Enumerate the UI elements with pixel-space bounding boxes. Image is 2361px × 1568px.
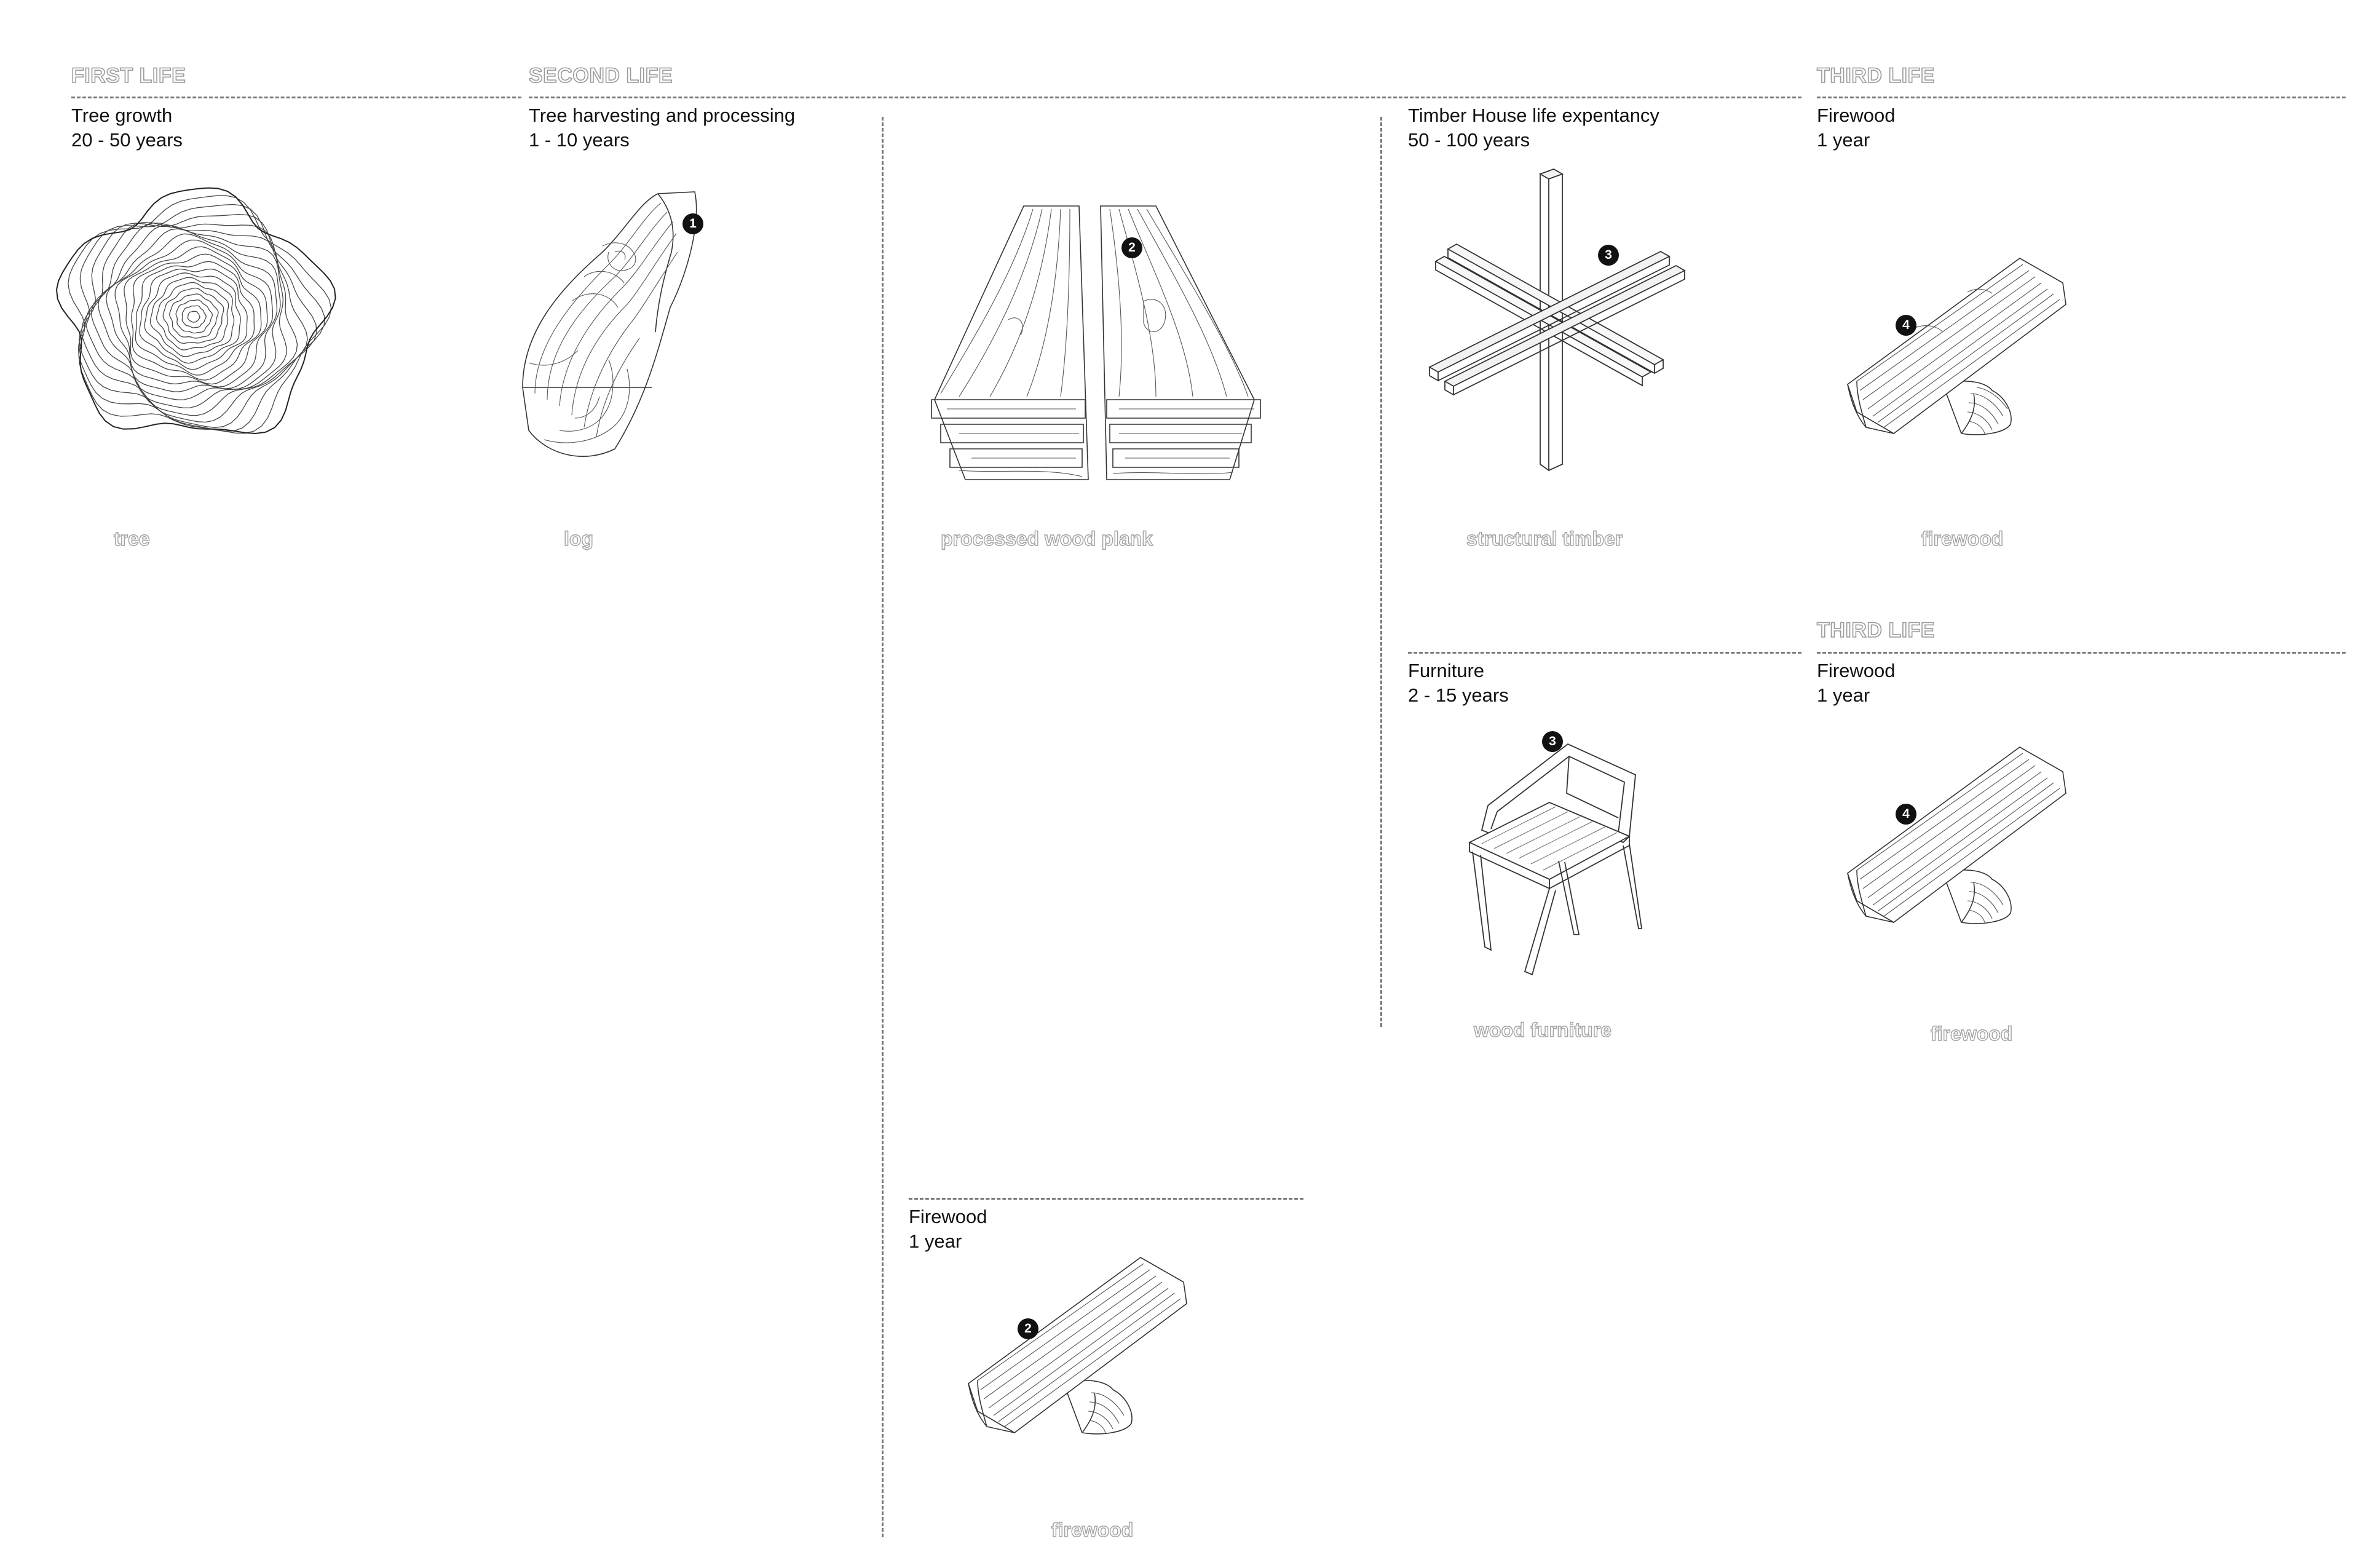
marker-furniture: 3 bbox=[1542, 731, 1563, 752]
tree-ring bbox=[162, 287, 224, 344]
tree-ring bbox=[149, 277, 235, 357]
stage-firewood-mid: Firewood 1 year bbox=[1817, 659, 1896, 708]
label-firewood-bottom: firewood bbox=[1051, 1518, 1134, 1541]
stage-title: Firewood bbox=[1817, 660, 1896, 681]
label-tree: tree bbox=[113, 527, 150, 550]
tree-ring bbox=[131, 253, 262, 381]
firewood-icon bbox=[1838, 744, 2072, 929]
marker-log: 1 bbox=[682, 213, 703, 234]
first-life-divider bbox=[71, 97, 521, 98]
tree-ring bbox=[106, 233, 278, 392]
tree-ring bbox=[81, 221, 308, 423]
third-life-header-bottom: THIRD LIFE bbox=[1816, 618, 1935, 643]
stage-title: Firewood bbox=[1817, 105, 1896, 126]
marker-firewood-bottom: 2 bbox=[1018, 1318, 1038, 1339]
stage-furniture: Furniture 2 - 15 years bbox=[1408, 659, 1509, 708]
tree-ring bbox=[156, 282, 229, 350]
tree-ring bbox=[175, 299, 213, 334]
label-log: log bbox=[563, 527, 593, 550]
tree-ring bbox=[181, 305, 207, 328]
label-firewood-top: firewood bbox=[1921, 527, 2004, 550]
label-structural-timber: structural timber bbox=[1466, 527, 1623, 550]
third-life-divider-bottom bbox=[1817, 652, 2346, 654]
stage-duration: 20 - 50 years bbox=[71, 129, 183, 151]
tree-ring bbox=[68, 195, 332, 434]
firewood-icon bbox=[1838, 255, 2072, 440]
stage-harvesting: Tree harvesting and processing 1 - 10 ye… bbox=[529, 103, 795, 152]
tree-ring bbox=[169, 293, 219, 339]
tree-ring bbox=[91, 224, 287, 408]
plank-column-divider bbox=[882, 117, 884, 1537]
tree-ring bbox=[98, 228, 281, 400]
stage-firewood-top: Firewood 1 year bbox=[1817, 103, 1896, 152]
furniture-divider bbox=[1408, 652, 1801, 654]
second-life-header: SECOND LIFE bbox=[528, 63, 673, 88]
marker-firewood-top: 4 bbox=[1896, 315, 1916, 336]
stage-title: Timber House life expentancy bbox=[1408, 105, 1659, 126]
stage-duration: 1 - 10 years bbox=[529, 129, 630, 151]
first-life-header: FIRST LIFE bbox=[71, 63, 186, 88]
stage-tree-growth: Tree growth 20 - 50 years bbox=[71, 103, 183, 152]
stage-duration: 1 year bbox=[1817, 684, 1870, 706]
stage-timber-house: Timber House life expentancy 50 - 100 ye… bbox=[1408, 103, 1659, 152]
tree-ring bbox=[77, 204, 325, 432]
stage-duration: 2 - 15 years bbox=[1408, 684, 1509, 706]
marker-plank: 2 bbox=[1121, 237, 1142, 258]
third-life-divider-top bbox=[1817, 97, 2346, 98]
stage-duration: 50 - 100 years bbox=[1408, 129, 1530, 151]
structural-timber-icon bbox=[1417, 168, 1688, 477]
tree-ring bbox=[187, 311, 200, 323]
tree-ring bbox=[85, 223, 298, 416]
third-life-header-top: THIRD LIFE bbox=[1816, 63, 1935, 88]
tree-ring bbox=[135, 261, 255, 376]
stage-title: Firewood bbox=[909, 1206, 987, 1227]
tree-ring bbox=[144, 272, 241, 364]
stage-title: Tree growth bbox=[71, 105, 173, 126]
tree-ring bbox=[124, 246, 268, 385]
stage-duration: 1 year bbox=[909, 1230, 962, 1252]
firewood-icon bbox=[959, 1254, 1193, 1439]
marker-firewood-mid: 4 bbox=[1896, 804, 1916, 825]
chair-icon bbox=[1457, 732, 1648, 978]
log-icon bbox=[510, 184, 713, 467]
stage-duration: 1 year bbox=[1817, 129, 1870, 151]
stage-title: Furniture bbox=[1408, 660, 1485, 681]
timber-column-divider bbox=[1380, 117, 1382, 1027]
stage-firewood-bottom: Firewood 1 year bbox=[909, 1205, 987, 1254]
stage-title: Tree harvesting and processing bbox=[529, 105, 796, 126]
label-wood-furniture: wood furniture bbox=[1473, 1018, 1612, 1041]
second-life-divider bbox=[529, 97, 1801, 98]
tree-ring bbox=[139, 268, 248, 370]
label-plank: processed wood plank bbox=[940, 527, 1153, 550]
marker-structural: 3 bbox=[1598, 245, 1619, 266]
tree-ring bbox=[114, 239, 274, 387]
tree-ring bbox=[55, 187, 336, 435]
tree-rings-icon bbox=[55, 187, 336, 440]
label-firewood-mid: firewood bbox=[1930, 1022, 2013, 1045]
wood-plank-icon bbox=[922, 197, 1267, 492]
firewood-bottom-divider bbox=[909, 1198, 1303, 1200]
